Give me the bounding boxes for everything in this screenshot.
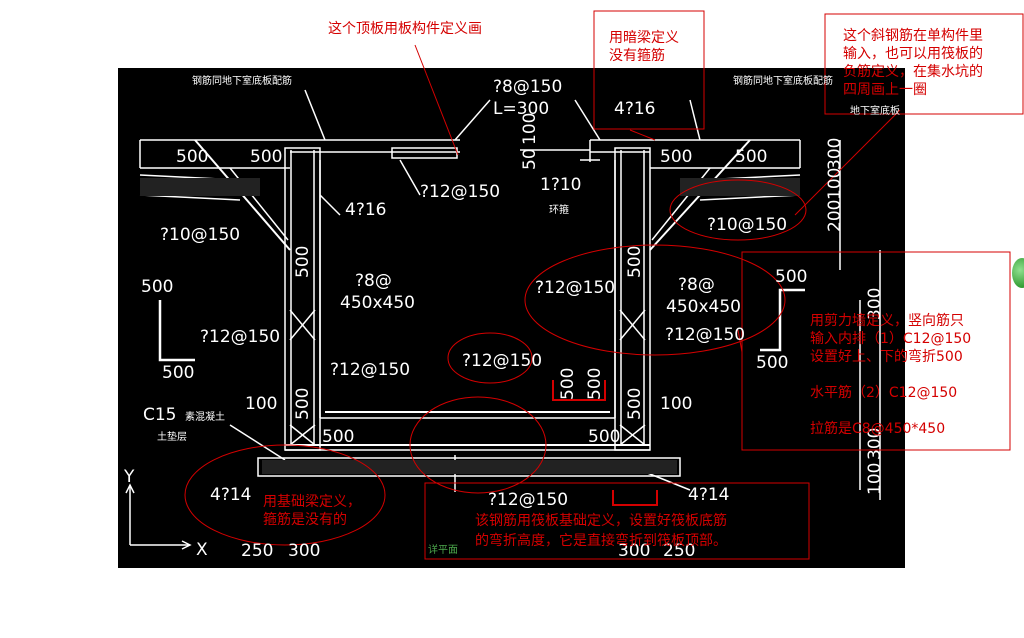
note-dark-beam-2: 没有箍筋 [609,47,665,64]
note-shear-7: 拉筋是C8@450*450 [810,420,945,437]
label-C15-sub2: 土垫层 [157,430,187,443]
label-top-right-small: 地下室底板 [850,104,900,117]
red-notes: 这个顶板用板构件定义画 用暗梁定义 没有箍筋 这个斜钢筋在单构件里 输入，也可以… [263,20,983,549]
note-raft-2: 的弯折高度，它是直接弯折到筏板顶部。 [475,532,727,549]
note-foundation-2: 箍筋是没有的 [263,511,347,528]
label-dim-300-l: 300 [288,541,320,561]
note-foundation-1: 用基础梁定义， [263,493,361,510]
note-slant-1: 这个斜钢筋在单构件里 [843,27,983,44]
label-dim-300-r: 300 [825,138,845,170]
label-top-rebar-right: 钢筋同地下室底板配筋 [733,74,833,87]
note-shear-1: 用剪力墙定义，竖向筋只 [810,312,964,329]
note-slant-4: 四周画上一圈 [843,82,927,98]
label-dim-500-wall-l: 500 [293,246,313,278]
label-dim-200-r: 200 [825,200,845,232]
label-dim-100-r2: 100 [660,394,692,414]
label-bar-4-14-right: 4?14 [688,485,729,505]
label-C15: C15 [143,405,177,425]
label-dim-500-wall-r: 500 [625,246,645,278]
label-bar-8-right: ?8@ [678,275,715,295]
note-slant-3: 负筋定义，在集水坑的 [843,63,983,80]
label-bar-12-150-rmid2: ?12@150 [665,325,745,345]
note-raft-1: 该钢筋用筏板基础定义，设置好筏板底筋 [475,512,727,529]
label-dim-50: 50 [520,148,540,170]
label-size-450-right: 450x450 [666,297,741,317]
note-shear-3: 设置好上、下的弯折500 [810,348,963,365]
label-dim-250-l: 250 [241,541,273,561]
label-bar-12-150-top: ?12@150 [420,182,500,202]
label-bar-10-150-right: ?10@150 [707,215,787,235]
label-bar-8-150: ?8@150 [493,77,562,97]
label-size-450-left: 450x450 [340,293,415,313]
label-L300: L=300 [493,99,549,119]
label-dim-300-b: 300 [618,541,650,561]
label-dim-500-lo: 500 [293,388,313,420]
label-ring-beam: 环箍 [549,203,569,216]
cad-labels: 钢筋同地下室底板配筋 钢筋同地下室底板配筋 地下室底板 ?8@150 L=300… [123,74,900,561]
label-bar-8-left: ?8@ [355,271,392,291]
label-dim-500-ro: 500 [625,388,645,420]
label-dim-100: 100 [520,113,540,145]
label-dim-300-vr2: 300 [865,428,885,460]
label-dim-500-R2: 500 [756,353,788,373]
note-dark-beam-1: 用暗梁定义 [609,30,679,46]
label-bar-4-16-left: 4?16 [345,200,386,220]
label-dim-500-L2: 500 [162,363,194,383]
label-dim-500-b: 500 [250,147,282,167]
label-bottom-500-l: 500 [322,427,354,447]
label-dim-100-r: 100 [825,168,845,200]
label-dim-250-b: 250 [663,541,695,561]
label-dim-500-d: 500 [735,147,767,167]
label-dim-500-a: 500 [176,147,208,167]
label-bar-10-150-left: ?10@150 [160,225,240,245]
label-bar-12-150-rmid: ?12@150 [535,278,615,298]
red-annotations [184,10,1024,560]
cad-geometry [125,89,881,550]
label-dim-100-vr: 100 [865,463,885,495]
label-bar-12-150-bottom: ?12@150 [488,490,568,510]
side-button[interactable] [1012,258,1024,288]
label-dim-500-c: 500 [660,147,692,167]
label-dim-500-small1: 500 [558,368,578,400]
label-bottom-500-r: 500 [588,427,620,447]
label-bar-12-150-lmid: ?12@150 [200,327,280,347]
label-bar-4-14-left: 4?14 [210,485,251,505]
label-section-tag: 详平面 [428,543,458,556]
note-shear-5: 水平筋（2）C12@150 [810,384,957,401]
label-bar-1-10: 1?10 [540,175,581,195]
label-dim-500-small2: 500 [585,368,605,400]
label-dim-500-R: 500 [775,267,807,287]
label-top-rebar-left: 钢筋同地下室底板配筋 [192,74,292,87]
label-bar-12-150-center: ?12@150 [330,360,410,380]
label-dim-100-l: 100 [245,394,277,414]
label-axis-y: Y [123,467,135,487]
label-bar-4-16-top: 4?16 [614,99,655,119]
label-bar-12-150-mid2: ?12@150 [462,351,542,371]
label-C15-sub: 素混凝土 [185,410,225,423]
note-top-slab: 这个顶板用板构件定义画 [328,20,482,37]
note-slant-2: 输入，也可以用筏板的 [843,45,983,62]
label-dim-300-vr: 300 [865,288,885,320]
cad-drawing-canvas [118,68,905,568]
note-shear-2: 输入内排（1）C12@150 [810,331,971,347]
label-dim-500-L: 500 [141,277,173,297]
label-axis-x: X [196,540,208,560]
